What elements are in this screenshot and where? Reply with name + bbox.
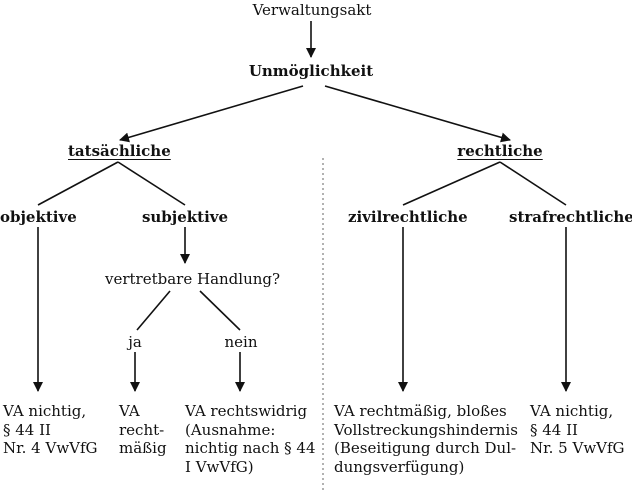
line-to-zivil — [402, 161, 501, 206]
line-to-nein — [199, 290, 241, 331]
label-objektive: objektive — [0, 208, 77, 226]
outcome-nein-line: I VwVfG) — [185, 457, 254, 476]
branch-tatsaechliche: tatsächliche — [68, 142, 171, 160]
outcome-ja-line: recht- — [119, 420, 165, 439]
outcome-nein: VA rechtswidrig (Ausnahme: nichtig nach … — [185, 402, 316, 476]
question-label: vertretbare Handlung? — [105, 270, 281, 288]
label-zivilrechtliche: zivilrechtliche — [348, 208, 468, 226]
branch-rechtliche: rechtliche — [457, 142, 543, 160]
outcome-nein-line: nichtig nach § 44 — [185, 439, 316, 457]
outcome-straf-line: VA nichtig, — [530, 402, 614, 420]
label-strafrechtliche: strafrechtliche — [509, 208, 632, 226]
outcome-objektive-line: Nr. 4 VwVfG — [3, 439, 98, 457]
outcome-zivil-line: (Beseitigung durch Dul- — [334, 439, 517, 457]
outcome-zivil-line: Vollstreckungshindernis — [334, 420, 518, 439]
outcome-straf-line: Nr. 5 VwVfG — [530, 439, 625, 457]
outcome-ja-line: mäßig — [119, 439, 167, 457]
line-to-straf — [499, 161, 567, 206]
outcome-zivil-line: dungsverfügung) — [334, 457, 465, 476]
outcome-ja: VA recht- mäßig — [119, 402, 167, 458]
line-to-subjektive — [117, 161, 186, 206]
outcome-zivil: VA rechtmäßig, bloßes Vollstreckungshind… — [334, 402, 518, 476]
outcome-objektive-line: VA nichtig, — [3, 402, 87, 420]
level1-label: Unmöglichkeit — [248, 62, 374, 80]
outcome-nein-line: VA rechtswidrig — [185, 402, 308, 420]
line-to-objektive — [37, 161, 119, 206]
outcome-ja-line: VA — [119, 402, 140, 420]
answer-nein: nein — [224, 333, 258, 351]
outcome-straf: VA nichtig, § 44 II Nr. 5 VwVfG — [530, 402, 625, 458]
outcome-straf-line: § 44 II — [530, 420, 578, 439]
answer-ja: ja — [128, 333, 142, 351]
outcome-nein-line: (Ausnahme: — [185, 420, 276, 439]
root-label: Verwaltungsakt — [252, 1, 372, 19]
arrow-to-tatsaechliche — [119, 85, 304, 143]
label-subjektive: subjektive — [141, 208, 229, 226]
line-to-ja — [136, 290, 171, 331]
outcome-objektive: VA nichtig, § 44 II Nr. 4 VwVfG — [3, 402, 98, 458]
arrow-to-rechtliche — [324, 85, 511, 143]
outcome-zivil-line: VA rechtmäßig, bloßes — [334, 402, 507, 420]
outcome-objektive-line: § 44 II — [3, 420, 51, 439]
